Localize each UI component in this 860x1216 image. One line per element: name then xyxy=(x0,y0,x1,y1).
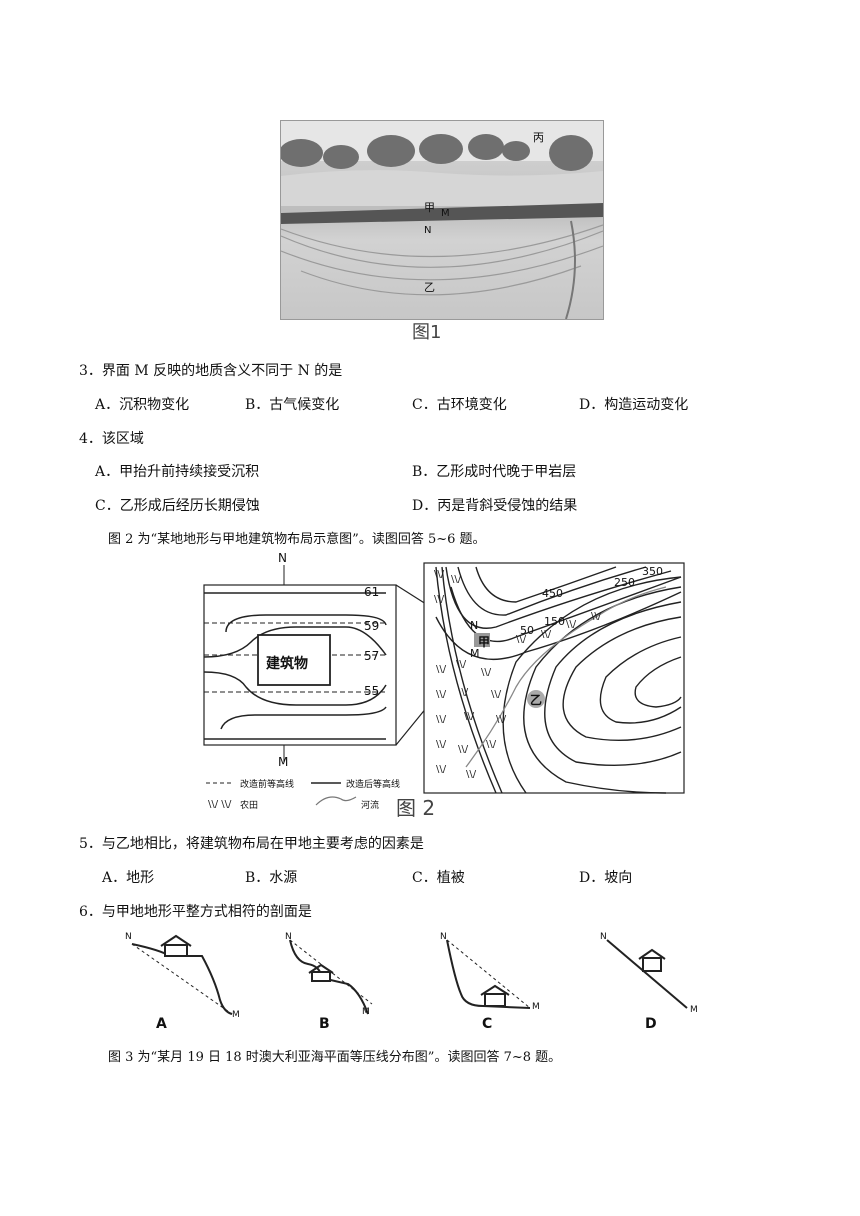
profile-d-m: M xyxy=(690,1005,698,1015)
figure-2-diagram: \\/ \\/ \\/ \\/ \\/ \\/ \\/ \\/ \\/ \\/ \\/ \\/ … xyxy=(203,562,685,810)
profile-c-letter: C xyxy=(482,1016,493,1032)
label-jia: 甲 xyxy=(424,201,435,214)
q4-option-b[interactable]: B．乙形成时代晚于甲岩层 xyxy=(412,464,577,480)
fig2-map-N: N xyxy=(470,619,479,632)
fig2-contour-50: 50 xyxy=(520,624,534,637)
svg-text:\\/: \\/ xyxy=(436,764,447,775)
profile-a-letter: A xyxy=(156,1016,167,1032)
profile-c-n: N xyxy=(440,932,447,942)
q3-option-d[interactable]: D．构造运动变化 xyxy=(579,397,689,413)
figure-2-intro: 图 2 为“某地地形与甲地建筑物布局示意图”。读图回答 5~6 题。 xyxy=(108,532,486,547)
question-3-stem: 3．界面 M 反映的地质含义不同于 N 的是 xyxy=(79,363,343,379)
svg-text:\\/: \\/ xyxy=(436,664,447,675)
svg-text:\\/: \\/ xyxy=(466,769,477,780)
legend-river: 河流 xyxy=(361,801,380,811)
fig2-place-yi: 乙 xyxy=(530,693,543,707)
legend-farmland: 农田 xyxy=(240,801,259,811)
profile-a-n: N xyxy=(125,932,132,942)
fig2-contour-150: 150 xyxy=(544,615,565,628)
figure-2-caption: 图 2 xyxy=(396,796,436,820)
fig2-contour-250: 250 xyxy=(614,576,635,589)
fig2-north-label: N xyxy=(278,551,287,565)
profile-c[interactable] xyxy=(435,930,575,1030)
fig2-building-label: 建筑物 xyxy=(266,656,308,672)
question-5-stem: 5．与乙地相比，将建筑物布局在甲地主要考虑的因素是 xyxy=(79,836,424,852)
svg-text:\\/: \\/ xyxy=(434,594,445,605)
figure-1-caption: 图1 xyxy=(412,322,442,343)
profile-d-n: N xyxy=(600,932,607,942)
svg-text:\\/: \\/ xyxy=(434,569,445,580)
svg-text:\\/: \\/ xyxy=(456,659,467,670)
fig2-map-M: M xyxy=(470,647,480,660)
profile-d[interactable] xyxy=(595,930,735,1030)
svg-text:\\/: \\/ xyxy=(541,629,552,640)
svg-text:\\/: \\/ xyxy=(496,714,507,725)
legend-after-contour: 改造后等高线 xyxy=(346,780,401,790)
fig2-place-jia: 甲 xyxy=(478,635,491,649)
q3-option-a[interactable]: A．沉积物变化 xyxy=(95,397,190,413)
profile-d-letter: D xyxy=(645,1016,657,1032)
profile-b-m: M xyxy=(362,1007,370,1017)
rock-strata-illustration xyxy=(281,121,603,319)
profile-a[interactable] xyxy=(120,930,260,1030)
fig2-contour-59: 59 xyxy=(364,619,380,633)
fig2-south-label: M xyxy=(278,755,289,769)
legend-before-contour: 改造前等高线 xyxy=(240,780,295,790)
profile-b-letter: B xyxy=(319,1016,330,1032)
label-N: N xyxy=(424,225,432,236)
svg-text:\\/: \\/ xyxy=(566,619,577,630)
profile-b[interactable] xyxy=(280,930,420,1030)
svg-text:\\/: \\/ xyxy=(516,634,527,645)
q4-option-d[interactable]: D．丙是背斜受侵蚀的结果 xyxy=(412,498,578,514)
figure-1-photo: 丙 甲 M N 乙 xyxy=(280,120,604,320)
svg-text:\\/: \\/ xyxy=(458,687,469,698)
figure-3-intro: 图 3 为“某月 19 日 18 时澳大利亚海平面等压线分布图”。读图回答 7~… xyxy=(108,1050,562,1065)
question-6-stem: 6．与甲地地形平整方式相符的剖面是 xyxy=(79,904,312,920)
profile-options: N M N M N M N M A B C D xyxy=(100,930,720,1040)
q5-option-b[interactable]: B．水源 xyxy=(245,870,298,886)
profile-a-m: M xyxy=(232,1010,240,1020)
label-M: M xyxy=(441,208,450,219)
svg-text:\\/: \\/ xyxy=(486,739,497,750)
fig2-contour-61: 61 xyxy=(364,585,380,599)
svg-text:\\/: \\/ xyxy=(436,739,447,750)
fig2-contour-55: 55 xyxy=(364,684,380,698)
question-4-stem: 4．该区域 xyxy=(79,431,144,447)
fig2-contour-450: 450 xyxy=(542,587,563,600)
label-yi: 乙 xyxy=(424,281,435,294)
fig2-contour-350: 350 xyxy=(642,565,663,578)
svg-text:\\/: \\/ xyxy=(436,689,447,700)
svg-text:\\/ \\/: \\/ \\/ xyxy=(208,799,232,810)
profile-c-m: M xyxy=(532,1002,540,1012)
label-bing: 丙 xyxy=(533,131,544,144)
svg-text:\\/: \\/ xyxy=(436,714,447,725)
svg-text:\\/: \\/ xyxy=(491,689,502,700)
q4-option-a[interactable]: A．甲抬升前持续接受沉积 xyxy=(95,464,260,480)
q5-option-c[interactable]: C．植被 xyxy=(412,870,465,886)
svg-text:\\/: \\/ xyxy=(591,611,602,622)
q5-option-d[interactable]: D．坡向 xyxy=(579,870,633,886)
svg-text:\\/: \\/ xyxy=(451,574,462,585)
fig2-contour-57: 57 xyxy=(364,649,380,663)
svg-text:\\/: \\/ xyxy=(481,667,492,678)
q5-option-a[interactable]: A．地形 xyxy=(102,870,155,886)
q3-option-b[interactable]: B．古气候变化 xyxy=(245,397,340,413)
q4-option-c[interactable]: C．乙形成后经历长期侵蚀 xyxy=(95,498,260,514)
q3-option-c[interactable]: C．古环境变化 xyxy=(412,397,507,413)
profile-b-n: N xyxy=(285,932,292,942)
svg-text:\\/: \\/ xyxy=(458,744,469,755)
figure-2: \\/ \\/ \\/ \\/ \\/ \\/ \\/ \\/ \\/ \\/ \\/ \\/ … xyxy=(196,551,688,820)
svg-text:\\/: \\/ xyxy=(464,711,475,722)
